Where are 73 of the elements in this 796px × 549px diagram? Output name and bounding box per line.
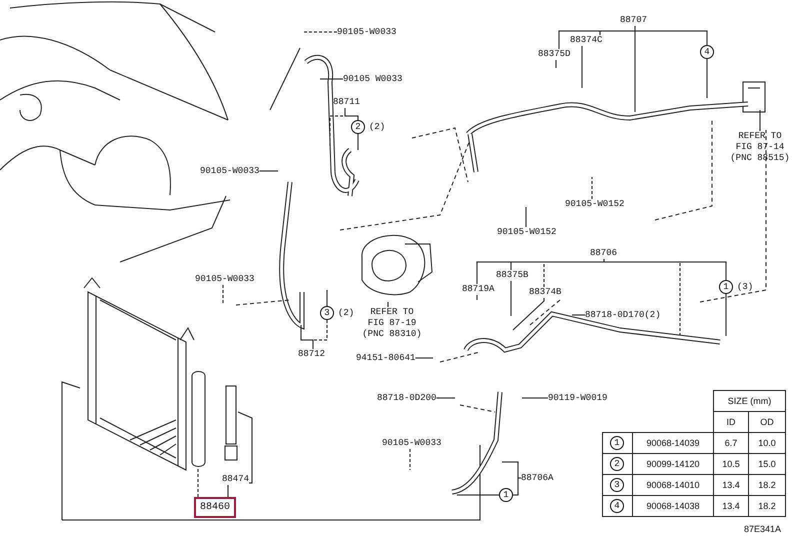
callout-number: 1 <box>610 436 624 450</box>
leader-line <box>502 462 522 478</box>
leader-line <box>604 258 726 280</box>
size-header: SIZE (mm) <box>728 396 772 406</box>
callout-number: 4 <box>610 499 624 513</box>
leader-line <box>706 58 708 98</box>
callout-number: 3 <box>610 478 624 492</box>
leader-line <box>512 298 544 330</box>
part-number: 88374B <box>529 287 562 298</box>
callout-number: 3 <box>320 306 334 320</box>
callout-number: 2 <box>610 457 624 471</box>
quantity-note: (3) <box>737 282 754 292</box>
part-number: 88718-0D170(2) <box>585 310 661 321</box>
leader-line <box>330 108 346 148</box>
part-number: 88460 <box>194 497 236 518</box>
part-number: 90068-14010 <box>646 480 700 490</box>
outer-diameter: 18.2 <box>758 501 776 511</box>
reference-note: REFER TO FIG 87-19 (PNC 88310) <box>360 307 424 340</box>
inner-diameter: 13.4 <box>722 501 740 511</box>
part-number: 90105-W0033 <box>337 27 396 38</box>
leader-line <box>572 314 586 316</box>
outer-diameter: 10.0 <box>758 438 776 448</box>
outer-diameter: 15.0 <box>758 459 776 469</box>
quantity-note: (2) <box>338 308 354 318</box>
part-number: 88711 <box>333 97 360 108</box>
part-number: 88375B <box>496 270 528 281</box>
leader-line <box>510 280 512 316</box>
inner-diameter: 6.7 <box>724 438 738 448</box>
leader-line <box>320 78 344 80</box>
part-number: 88474 <box>222 474 250 485</box>
inner-diameter: 10.5 <box>722 459 740 469</box>
leader-line <box>258 170 278 172</box>
leader-line <box>222 284 224 304</box>
part-number: 88374C <box>570 35 602 46</box>
leader-line <box>634 26 636 112</box>
callout-number: 1 <box>499 488 513 502</box>
part-number: 90068-14038 <box>646 501 700 511</box>
figure-code: 87E341A <box>744 524 782 535</box>
part-number: 90099-14120 <box>646 459 700 469</box>
outer-diameter: 18.2 <box>758 480 776 490</box>
leader-line <box>510 258 604 270</box>
part-number: 90105-W0152 <box>497 227 556 238</box>
part-number: 88712 <box>298 349 326 360</box>
quantity-note: (2) <box>369 122 386 132</box>
part-number: 90105 W0033 <box>343 74 402 85</box>
part-number: 88706 <box>590 248 618 259</box>
part-number: 88718-0D200 <box>377 393 436 404</box>
leader-line <box>300 324 314 350</box>
leader-line <box>456 494 500 496</box>
callout-number: 4 <box>700 45 714 59</box>
part-number: 90105-W0152 <box>565 199 624 210</box>
part-number: 88375D <box>538 49 570 60</box>
leader-line <box>238 412 252 484</box>
part-number: 88707 <box>620 15 648 26</box>
part-number: 88719A <box>462 284 494 295</box>
part-number: 94151-80641 <box>356 353 416 364</box>
part-number: 90105-W0033 <box>382 438 442 449</box>
leader-line <box>326 290 328 306</box>
leader-line <box>476 294 478 300</box>
column-header: OD <box>760 417 774 427</box>
part-number: 90119-W0019 <box>548 393 608 404</box>
part-number: 90105-W0033 <box>200 166 260 177</box>
part-number: 88706A <box>521 473 554 484</box>
reference-note: REFER TO FIG 87-14 (PNC 88515) <box>728 131 792 164</box>
column-header: ID <box>726 417 736 427</box>
inner-diameter: 13.4 <box>722 480 740 490</box>
part-number: 90068-14039 <box>646 438 700 448</box>
callout-number: 2 <box>351 120 365 134</box>
callout-number: 1 <box>719 280 733 294</box>
leader-line <box>544 258 604 288</box>
leader-line <box>512 478 522 496</box>
part-number: 90105-W0033 <box>195 274 254 285</box>
leader-line <box>604 258 680 336</box>
